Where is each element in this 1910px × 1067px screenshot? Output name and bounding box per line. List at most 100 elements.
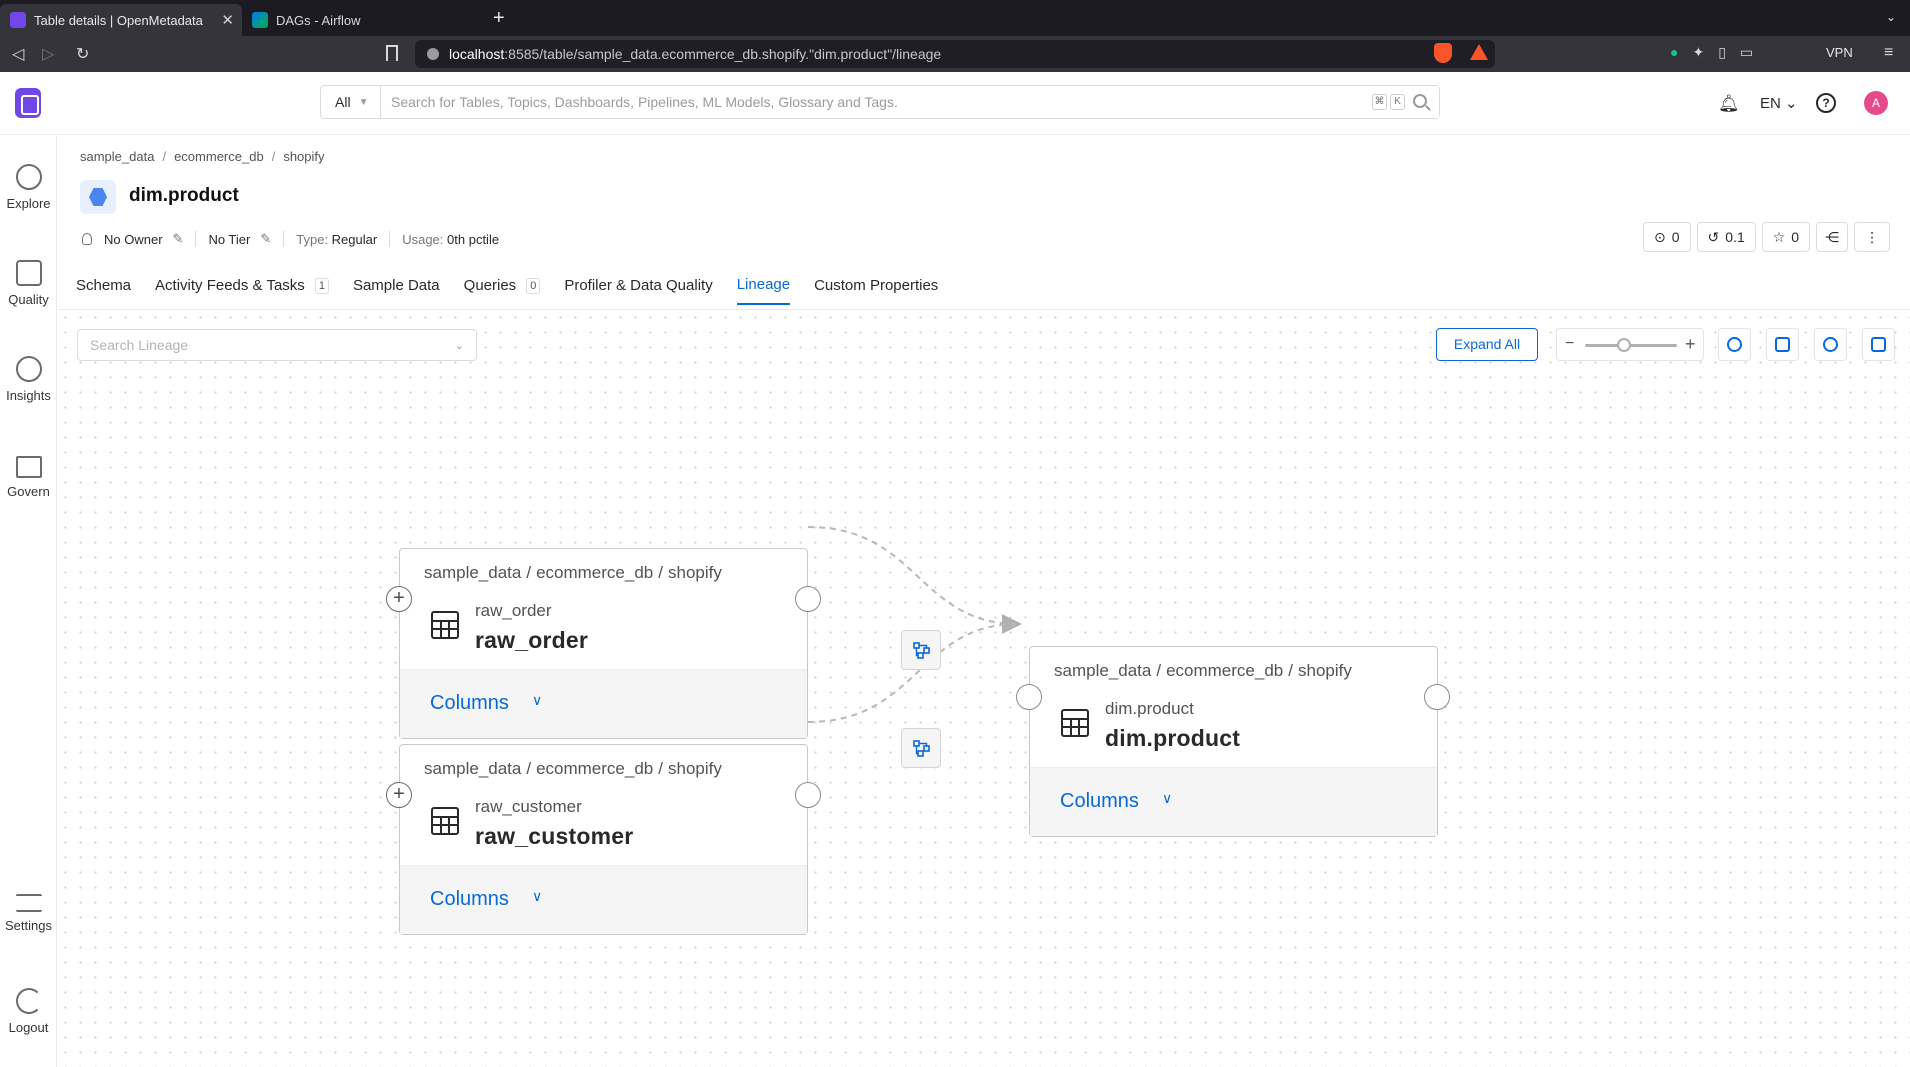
entity-actions: ⊙0 ↺0.1 ☆0 ⋲ ⋮ — [1643, 222, 1891, 252]
tasks-button[interactable]: ⊙0 — [1643, 222, 1691, 252]
new-tab-icon[interactable]: + — [493, 7, 505, 29]
search-filter-select[interactable]: All ▼ — [321, 86, 381, 118]
breadcrumb-schema[interactable]: shopify — [283, 149, 325, 164]
more-button[interactable]: ⋮ — [1854, 222, 1891, 252]
browser-tab-airflow[interactable]: DAGs - Airflow — [244, 4, 474, 36]
lineage-node-raw-order[interactable]: sample_data/ecommerce_db/shopify raw_ord… — [399, 548, 808, 739]
explore-icon — [15, 164, 42, 190]
fullscreen-button[interactable] — [1766, 328, 1799, 361]
breadcrumb-database[interactable]: ecommerce_db — [174, 149, 264, 164]
tab-lineage[interactable]: Lineage — [736, 276, 791, 305]
address-bar[interactable]: localhost:8585/table/sample_data.ecommer… — [415, 40, 1495, 68]
tab-label: Profiler & Data Quality — [564, 277, 713, 294]
zoom-control: − + — [1556, 328, 1704, 361]
chevron-down-icon: ∨ — [532, 888, 543, 904]
tab-custom-properties[interactable]: Custom Properties — [814, 276, 938, 305]
user-avatar[interactable]: A — [1864, 91, 1888, 115]
browser-menu-icon[interactable]: ≡ — [1884, 44, 1894, 61]
openmetadata-logo-icon[interactable] — [15, 88, 41, 118]
notification-bell-icon[interactable]: 🔔︎ — [1718, 94, 1740, 113]
close-tab-icon[interactable]: ✕ — [221, 12, 234, 29]
tab-list-chevron-icon[interactable]: ⌄ — [1885, 10, 1896, 24]
url-host: localhost — [449, 46, 505, 62]
expand-upstream-button[interactable]: + — [386, 782, 412, 808]
edge-raw-order-to-dim-product[interactable] — [807, 526, 1022, 634]
edge-raw-customer-to-dim-product[interactable] — [807, 623, 1019, 723]
node-source-handle[interactable] — [1424, 684, 1450, 710]
tab-profiler[interactable]: Profiler & Data Quality — [564, 276, 712, 305]
zoom-out-icon[interactable]: − — [1565, 335, 1575, 352]
extensions-icon[interactable]: ✦ — [1692, 44, 1705, 60]
path-separator: / — [1288, 661, 1293, 680]
path-separator: / — [658, 563, 663, 582]
vpn-button[interactable]: VPN — [1826, 45, 1853, 60]
expand-upstream-button[interactable]: + — [386, 586, 412, 612]
lineage-canvas[interactable]: Search Lineage ⌄ Expand All − + sample_d… — [58, 310, 1910, 1067]
follow-button[interactable]: ☆0 — [1761, 222, 1811, 252]
share-button[interactable]: ⋲ — [1816, 222, 1849, 252]
help-icon[interactable]: ? — [1816, 93, 1836, 113]
zoom-slider-track[interactable] — [1585, 344, 1677, 347]
sidebar-icon[interactable]: ▯ — [1718, 44, 1726, 60]
node-columns-toggle[interactable]: Columns ∨ — [1030, 767, 1437, 836]
reload-icon[interactable]: ↻ — [76, 46, 90, 63]
expand-all-button[interactable]: Expand All — [1436, 328, 1538, 361]
back-icon[interactable]: ◁ — [12, 46, 25, 63]
tab-sample-data[interactable]: Sample Data — [353, 276, 440, 305]
bookmark-icon[interactable] — [386, 45, 398, 61]
language-select[interactable]: EN ⌄ — [1760, 95, 1798, 112]
sidebar-item-label: Govern — [7, 484, 50, 499]
grammarly-icon[interactable]: ● — [1670, 44, 1679, 60]
fit-view-button[interactable] — [1718, 328, 1751, 361]
lineage-search-select[interactable]: Search Lineage ⌄ — [77, 329, 477, 361]
sidebar-item-govern[interactable]: Govern — [0, 456, 57, 499]
wallet-icon[interactable]: ▭ — [1739, 44, 1754, 60]
path-separator: / — [658, 759, 663, 778]
edge-pipeline-button[interactable] — [901, 630, 941, 670]
tab-label: Activity Feeds & Tasks — [155, 277, 305, 294]
version-button[interactable]: ↺0.1 — [1696, 222, 1756, 252]
node-target-handle[interactable] — [1016, 684, 1042, 710]
brave-shield-icon[interactable] — [1434, 43, 1452, 63]
node-fqn-path: sample_data/ecommerce_db/shopify — [1054, 661, 1352, 681]
sidebar-item-quality[interactable]: Quality — [0, 260, 57, 307]
breadcrumb-service[interactable]: sample_data — [80, 149, 155, 164]
settings-icon — [15, 894, 42, 912]
browser-tab-openmetadata[interactable]: Table details | OpenMetadata ✕ — [0, 4, 242, 36]
lineage-node-dim-product[interactable]: sample_data/ecommerce_db/shopify dim.pro… — [1029, 646, 1438, 837]
sidebar-item-insights[interactable]: Insights — [0, 356, 57, 403]
sidebar-item-logout[interactable]: Logout — [0, 988, 57, 1035]
lineage-node-raw-customer[interactable]: sample_data/ecommerce_db/shopify raw_cus… — [399, 744, 808, 935]
node-source-handle[interactable] — [795, 586, 821, 612]
forward-icon[interactable]: ▷ — [42, 46, 55, 63]
tab-label: Schema — [76, 277, 132, 294]
breadcrumb: sample_data / ecommerce_db / shopify — [80, 149, 325, 164]
node-source-handle[interactable] — [795, 782, 821, 808]
chevron-down-icon: ⌄ — [454, 339, 464, 352]
global-search-input[interactable] — [381, 86, 1439, 118]
global-search: All ▼ ⌘ K — [320, 85, 1440, 119]
search-icon[interactable] — [1413, 94, 1427, 108]
site-info-icon[interactable] — [427, 48, 439, 60]
edit-tier-icon[interactable]: ✎ — [260, 231, 272, 246]
node-columns-toggle[interactable]: Columns ∨ — [400, 865, 807, 934]
sidebar-item-explore[interactable]: Explore — [0, 164, 57, 211]
tab-schema[interactable]: Schema — [76, 276, 131, 305]
node-name[interactable]: raw_order — [475, 627, 589, 653]
zoom-slider-thumb[interactable] — [1616, 338, 1631, 352]
node-name[interactable]: dim.product — [1105, 725, 1241, 751]
node-columns-toggle[interactable]: Columns ∨ — [400, 669, 807, 738]
search-filter-value: All — [335, 94, 351, 110]
edit-lineage-button[interactable] — [1862, 328, 1895, 361]
node-name[interactable]: raw_customer — [475, 823, 634, 849]
sidebar-item-settings[interactable]: Settings — [0, 894, 57, 933]
zoom-in-icon[interactable]: + — [1685, 334, 1696, 354]
lineage-settings-button[interactable] — [1814, 328, 1847, 361]
edit-owner-icon[interactable]: ✎ — [172, 231, 184, 246]
sidebar-item-label: Explore — [6, 196, 51, 211]
brave-rewards-icon[interactable] — [1469, 43, 1489, 61]
edge-pipeline-button[interactable] — [901, 728, 941, 768]
history-icon: ↺ — [1707, 228, 1720, 245]
